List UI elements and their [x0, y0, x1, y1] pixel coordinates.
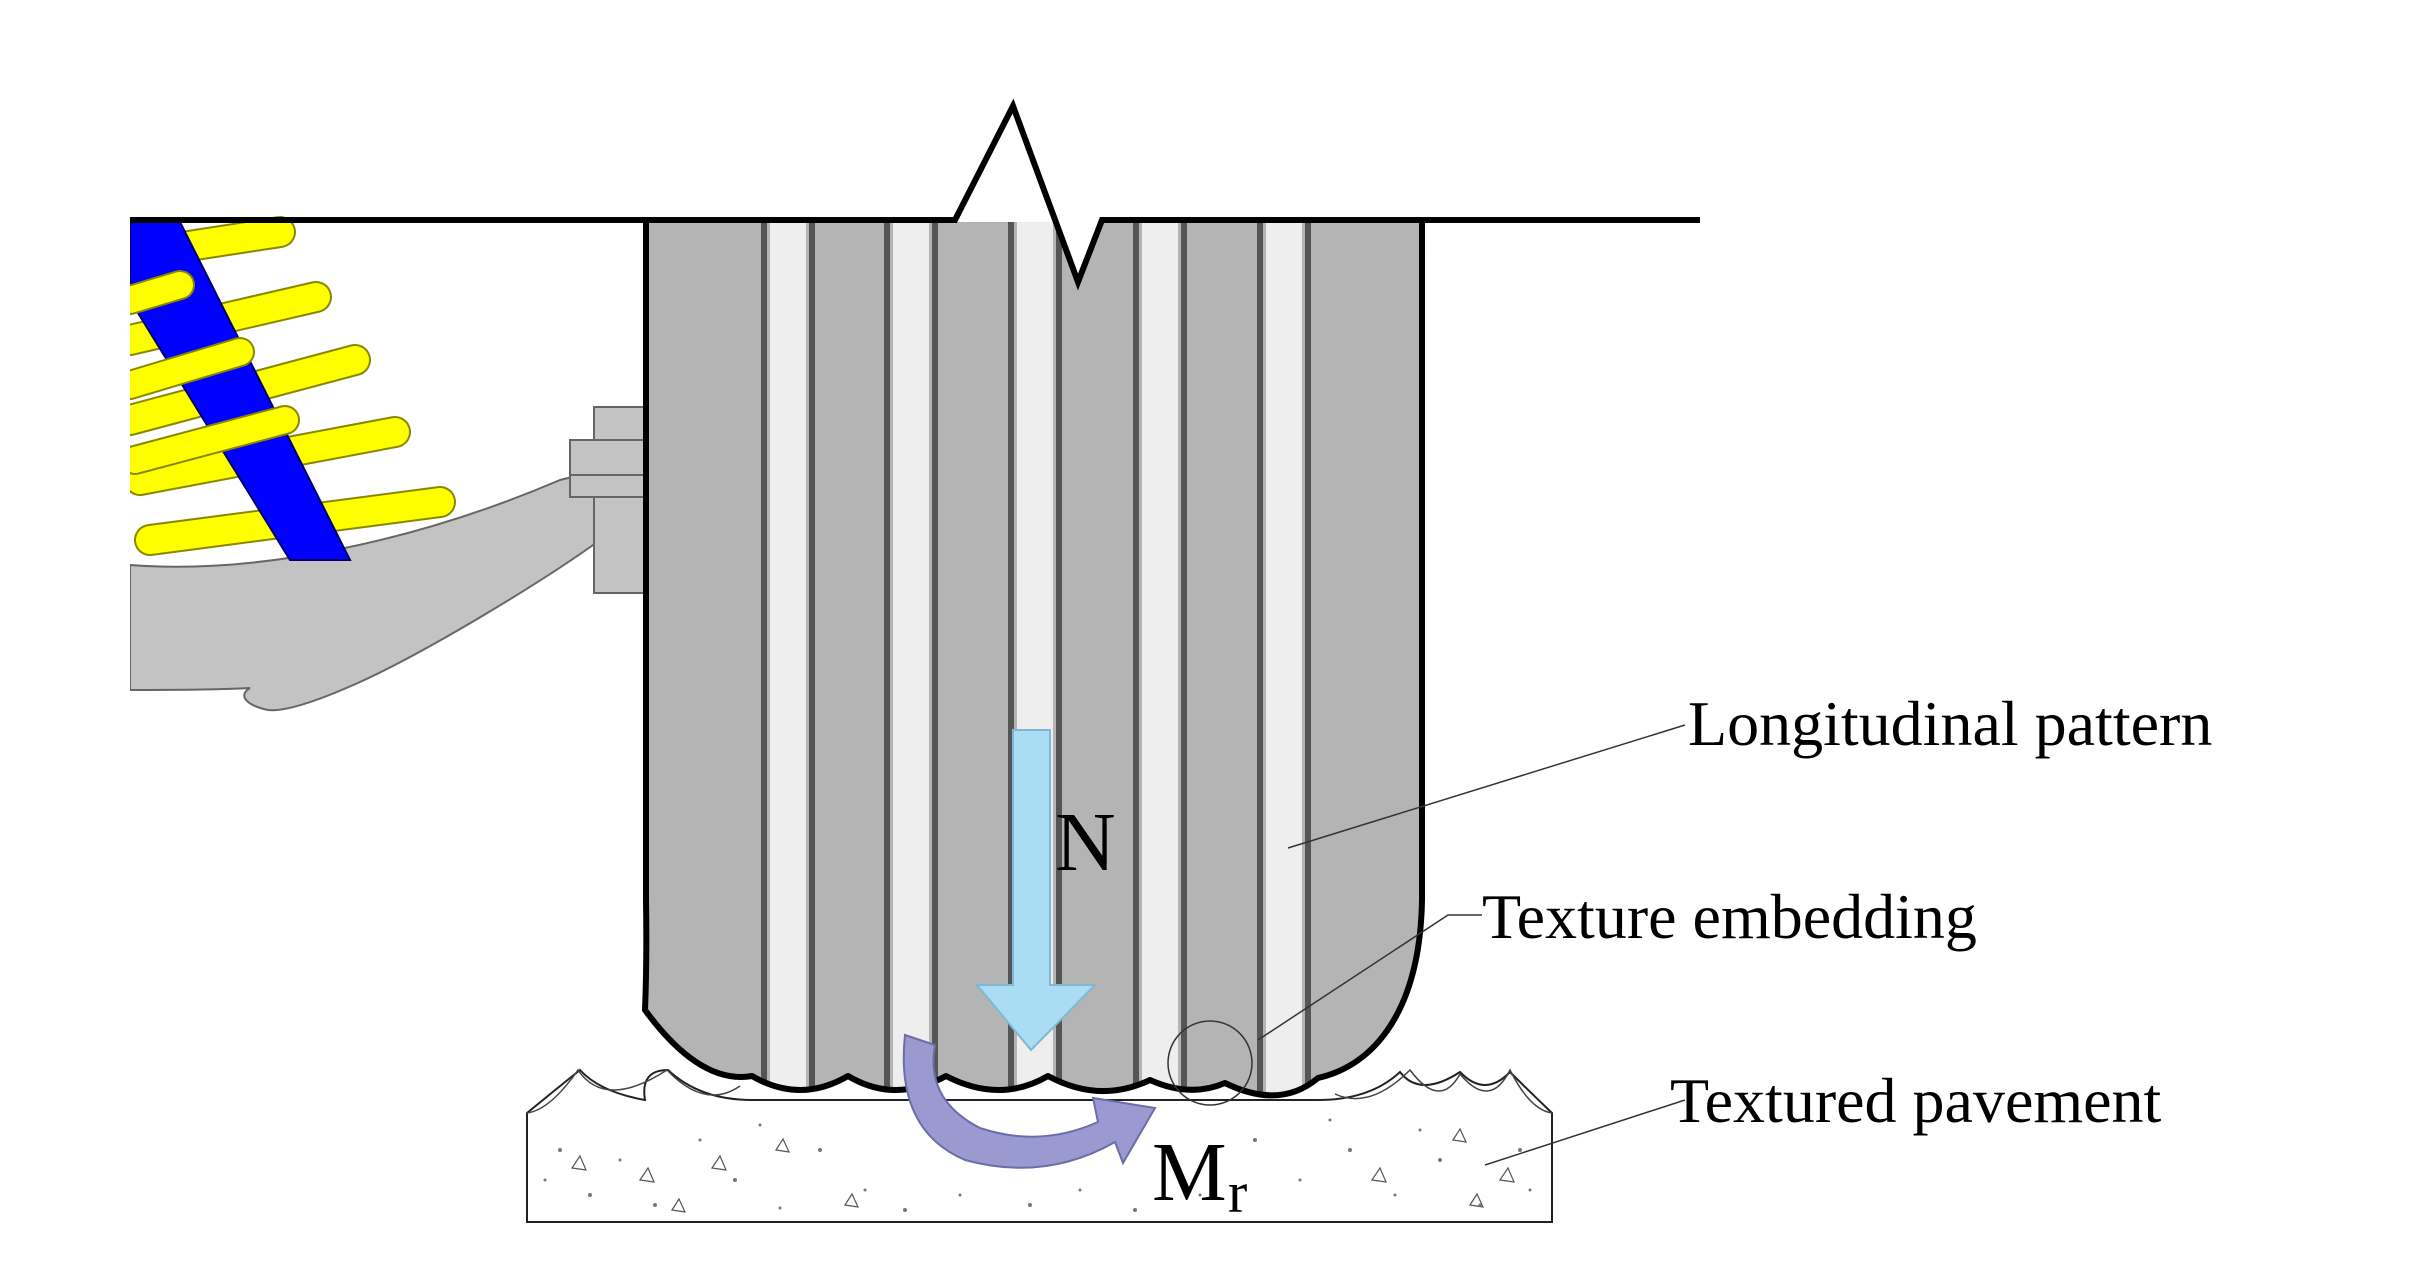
- pavement-texture-bumps: [526, 1068, 1553, 1114]
- texture-embedding-marker: [1167, 1020, 1253, 1106]
- rolling-moment-label: M: [1152, 1126, 1227, 1219]
- pavement-aggregate: [570, 1127, 1515, 1213]
- pavement-aggregate: [543, 1118, 1532, 1212]
- leader-lines: [1257, 724, 1686, 1166]
- leader-pavement: [1484, 1099, 1686, 1166]
- break-line: [130, 98, 1700, 291]
- tread-groove: [1266, 222, 1302, 1096]
- mount-bracket: [593, 406, 647, 594]
- normal-force-label: N: [1055, 796, 1116, 889]
- control-arm: [130, 460, 647, 712]
- leader-longitudinal: [1287, 724, 1686, 849]
- tread-groove: [893, 222, 929, 1096]
- texture-embedding-label: Texture embedding: [1482, 881, 1977, 952]
- rolling-moment-subscript: r: [1228, 1160, 1247, 1225]
- tread-groove: [770, 222, 806, 1096]
- rolling-moment-arrow: [902, 1033, 1157, 1169]
- mount-plate: [569, 439, 647, 476]
- suspension: [130, 216, 647, 712]
- tread-rib-lines: [761, 222, 1311, 1096]
- longitudinal-pattern-label: Longitudinal pattern: [1688, 688, 2212, 759]
- normal-force-arrow: [974, 729, 1098, 1052]
- textured-pavement-label: Textured pavement: [1670, 1065, 2162, 1136]
- mount-plate: [569, 474, 647, 498]
- tread-groove: [1142, 222, 1178, 1096]
- tire: [642, 106, 1425, 1099]
- spring-coil: [130, 270, 300, 475]
- leader-texture: [1257, 914, 1482, 1041]
- tire-outline: [642, 222, 1425, 1099]
- damper: [130, 221, 352, 561]
